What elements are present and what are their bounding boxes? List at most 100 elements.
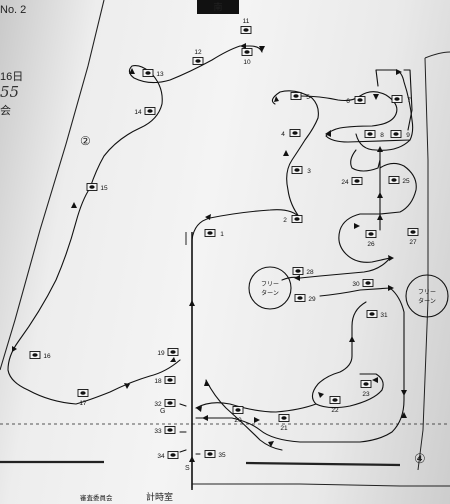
marker-sign-dot [369, 312, 375, 316]
course-marker-32: 32 [154, 399, 176, 408]
arrow-head [205, 214, 211, 220]
marker-number: 20 [234, 417, 242, 424]
circled-number-2: ② [80, 134, 91, 148]
marker-sign-dot [170, 453, 176, 457]
marker-sign-dot [243, 28, 249, 32]
course-marker-2: 2 [283, 215, 303, 224]
course-marker-8: 8 [364, 130, 384, 139]
marker-sign-dot [167, 378, 173, 382]
document-number: No. 2 [0, 4, 26, 16]
arrow-head [268, 441, 274, 447]
course-marker-21: 21 [278, 414, 290, 432]
marker-sign-dot [363, 382, 369, 386]
course-marker-13: 13 [142, 69, 164, 78]
arrow-head [170, 357, 176, 362]
timer-room-label: 計時室 [146, 491, 173, 502]
course-marker-29: 29 [294, 294, 316, 303]
marker-number: 12 [194, 49, 202, 56]
free-turn-zone-right: フリー ターン [405, 274, 449, 318]
arrow-head [204, 380, 210, 386]
arrow-head [124, 383, 130, 389]
course-marker-17: 17 [77, 389, 89, 407]
course-marker-20: 20 [232, 406, 244, 424]
course-marker-6: 6 [346, 96, 366, 105]
marker-sign-dot [332, 398, 338, 402]
course-marker-30: 30 [352, 279, 374, 288]
course-marker-23: 23 [360, 380, 372, 398]
marker-number: 7 [407, 97, 411, 104]
marker-number: 28 [306, 269, 314, 276]
marker-number: 14 [134, 109, 142, 116]
arrow-head [373, 94, 379, 100]
marker-sign-dot [368, 232, 374, 236]
marker-sign-dot [167, 428, 173, 432]
marker-number: 27 [409, 239, 417, 246]
marker-sign-dot [281, 416, 287, 420]
marker-sign-dot [145, 71, 151, 75]
course-marker-28: 28 [292, 267, 314, 276]
marker-number: 5 [306, 94, 310, 101]
arrow-head [129, 68, 135, 74]
top-badge-box [197, 0, 239, 14]
marker-sign-dot [295, 269, 301, 273]
marker-sign-dot [294, 217, 300, 221]
arrow-head [294, 275, 300, 281]
marker-sign-dot [391, 178, 397, 182]
gate-label: G [160, 408, 165, 415]
marker-number: 3 [307, 168, 311, 175]
course-arrows [12, 43, 407, 462]
marker-number: 1 [220, 231, 224, 238]
marker-number: 23 [362, 391, 370, 398]
marker-sign-dot [410, 230, 416, 234]
marker-number: 11 [243, 18, 250, 25]
marker-number: 22 [331, 407, 339, 414]
arrow-head [401, 390, 407, 396]
marker-sign-dot [32, 353, 38, 357]
course-marker-3: 3 [291, 166, 311, 175]
arrow-head [318, 392, 324, 398]
marker-sign-dot [167, 401, 173, 405]
course-marker-22: 22 [329, 396, 341, 414]
free-turn-label-line1: フリー [261, 281, 279, 288]
marker-number: 6 [346, 98, 350, 105]
marker-number: 8 [380, 132, 384, 139]
course-marker-5: 5 [290, 92, 310, 101]
course-marker-11: 11 [240, 18, 252, 34]
arrow-head [349, 336, 355, 342]
top-badge-label: 南 [213, 1, 222, 12]
marker-number: 21 [280, 425, 288, 432]
marker-sign-dot [80, 391, 86, 395]
course-marker-15: 15 [86, 183, 108, 192]
arrow-head [377, 146, 383, 152]
free-turn-label-line2: ターン [261, 289, 279, 297]
marker-number: 16 [43, 353, 51, 360]
marker-sign-dot [354, 179, 360, 183]
marker-number: 35 [218, 452, 226, 459]
marker-sign-dot [297, 296, 303, 300]
marker-number: 26 [367, 241, 375, 248]
arrow-head [325, 130, 331, 137]
marker-sign-dot [170, 350, 176, 354]
marker-number: 33 [154, 428, 162, 435]
arrow-head [354, 223, 360, 229]
course-marker-34: 34 [157, 451, 179, 460]
arrow-head [189, 456, 195, 462]
course-marker-1: 1 [204, 229, 224, 238]
free-turn-zone-left: フリー ターン [248, 266, 292, 310]
course-marker-18: 18 [154, 376, 176, 385]
course-marker-4: 4 [281, 129, 301, 138]
arrow-head [372, 377, 378, 383]
marker-number: 13 [156, 71, 164, 78]
course-marker-31: 31 [366, 310, 388, 319]
arrow-head [377, 214, 383, 220]
arrow-head [388, 255, 394, 261]
time-fragment: 55 [0, 83, 19, 101]
marker-sign-dot [365, 281, 371, 285]
arrow-head [71, 202, 77, 208]
course-marker-12: 12 [192, 49, 204, 65]
arrow-head [189, 300, 195, 306]
marker-sign-dot [293, 94, 299, 98]
marker-sign-dot [357, 98, 363, 102]
marker-number: 31 [380, 312, 388, 319]
